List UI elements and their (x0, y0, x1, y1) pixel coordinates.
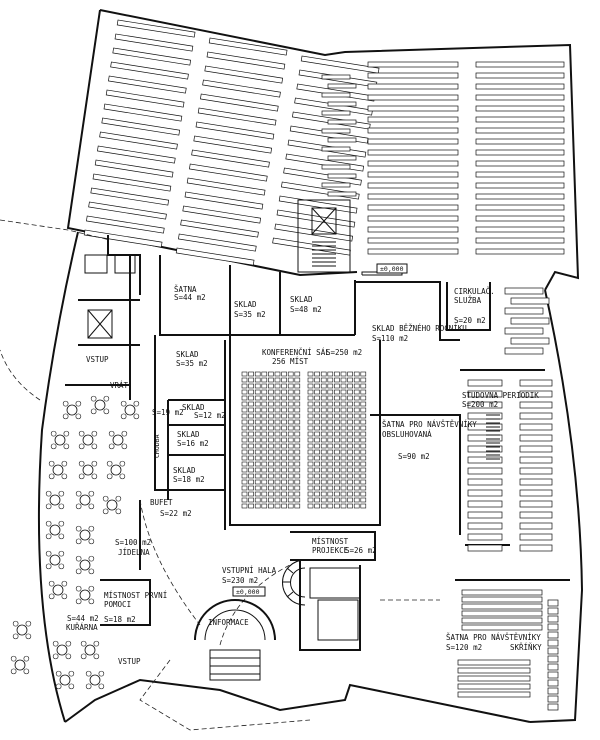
label-jidelna-name: JÍDELNA (118, 548, 150, 557)
label-sklad-18-name: SKLAD (173, 466, 196, 475)
label-satna-name: ŠATNA (174, 285, 197, 294)
label-sklad-12-name: SKLAD (182, 403, 205, 412)
conference-seating (241, 371, 367, 509)
label-sklad-35b-area: S=35 m2 (176, 359, 208, 368)
label-informace: INFORMACE (208, 618, 249, 627)
label-cirkulacni-1: CIRKULAČ. (454, 287, 495, 296)
restrooms (84, 254, 361, 641)
information-desk (194, 599, 276, 681)
label-pomoc-area: S=18 m2 (104, 615, 136, 624)
label-chodba: CHODBA (153, 434, 161, 458)
label-cirkulacni-2: SLUŽBA (454, 296, 482, 305)
room-labels: ŠATNA S=44 m2 SKLAD S=35 m2 SKLAD S=48 m… (66, 285, 542, 666)
reading-desks-top-left (83, 19, 380, 266)
label-bufet-area: S=22 m2 (160, 509, 192, 518)
label-studovna-area: S=200 m2 (462, 400, 498, 409)
label-sklad-48-name: SKLAD (290, 295, 313, 304)
label-sklad-16-area: S=16 m2 (177, 439, 209, 448)
label-satna-obsl-area: S=90 m2 (398, 452, 430, 461)
level-marker-hall: ±0,000 (232, 586, 266, 597)
label-konf-name: KONFERENČNÍ SÁL (262, 348, 330, 357)
label-sklad-19-area: S=19 m2 (152, 408, 184, 417)
label-vratnice: VRÁT. (110, 381, 133, 390)
label-sklad-35b-name: SKLAD (176, 350, 199, 359)
reading-desks-top-right (321, 61, 565, 255)
hall-level-text: ±0,000 (236, 588, 260, 596)
outer-walls (37, 9, 584, 723)
label-pomoc-1: MÍSTNOST PRVNÍ (104, 591, 167, 600)
label-satna-skrinky-2: SKŘÍŇKY (510, 643, 542, 652)
label-sklad-12-area: S=12 m2 (194, 411, 226, 420)
label-satna-skrinky-area: S=120 m2 (446, 643, 482, 652)
lockers (457, 589, 559, 711)
label-sklad-bezneho-area: S=110 m2 (372, 334, 408, 343)
label-satna-skrinky-1: ŠATNA PRO NÁVŠTĚVNÍKY (446, 633, 541, 642)
label-projekce-2: PROJEKCE (312, 546, 349, 555)
label-sklad-bezneho-name: SKLAD BĚŽNÉHO ROČNÍKU (372, 324, 467, 333)
label-sklad-35a-area: S=35 m2 (234, 310, 266, 319)
interior-walls (65, 235, 570, 651)
dining-tables (10, 395, 140, 690)
central-core (297, 199, 351, 273)
label-vstup-top: VSTUP (86, 355, 109, 364)
label-sklad-35a-name: SKLAD (234, 300, 257, 309)
label-bufet-name: BUFET (150, 498, 173, 507)
label-sklad-48-area: S=48 m2 (290, 305, 322, 314)
label-pomoc-2: POMOCI (104, 600, 131, 609)
periodicals-shelving (467, 287, 553, 552)
label-sklad-16-name: SKLAD (177, 430, 200, 439)
label-vstup-bottom: VSTUP (118, 657, 141, 666)
label-konf-seats: 256 MÍST (272, 357, 309, 366)
label-konf-area: S=250 m2 (326, 348, 362, 357)
label-hala-area: S=230 m2 (222, 576, 258, 585)
label-kuracka-area: S=44 m2 (67, 614, 99, 623)
stairs-left (87, 309, 113, 339)
label-projekce-1: MÍSTNOST (312, 537, 349, 546)
label-satna-obsl-1: ŠATNA PRO NÁVŠTĚVNÍKY (382, 420, 477, 429)
label-satna-obsl-2: OBSLUHOVANÁ (382, 430, 432, 439)
label-projekce-area: S=26 m2 (345, 546, 377, 555)
spiral-stair (282, 559, 306, 606)
label-jidelna-area: S=100 m2 (115, 538, 151, 547)
label-sklad-18-area: S=18 m2 (173, 475, 205, 484)
label-studovna-name: STUDOVNA PERIODIK (462, 391, 539, 400)
level-marker-top: ±0,000 (376, 263, 408, 274)
level-marker-text: ±0,000 (380, 265, 404, 273)
label-cirkulacni-area: S=20 m2 (454, 316, 486, 325)
label-hala-name: VSTUPNÍ HALA (222, 566, 277, 575)
label-kuracka-name: KUŘÁRNA (66, 623, 98, 632)
label-satna-area: S=44 m2 (174, 293, 206, 302)
